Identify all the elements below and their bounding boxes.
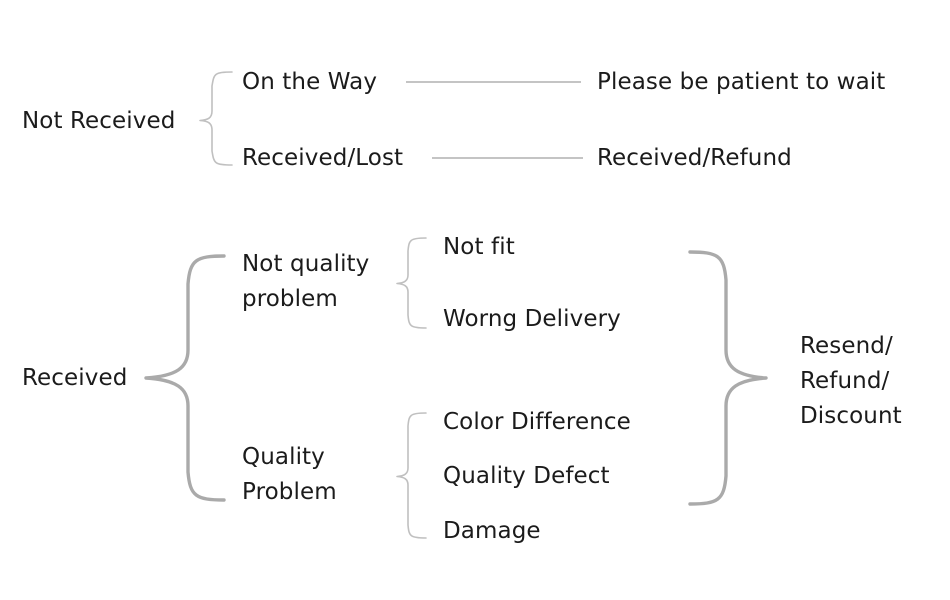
brace-not-received <box>199 71 233 166</box>
node-on-the-way[interactable]: On the Way <box>242 69 378 95</box>
node-received-lost[interactable]: Received/Lost <box>242 145 404 171</box>
brace-resolution-outcome <box>688 250 768 506</box>
node-received-refund[interactable]: Received/Refund <box>597 145 792 171</box>
node-not-quality-problem[interactable]: Not quality problem <box>242 251 370 312</box>
node-received[interactable]: Received <box>22 365 128 391</box>
brace-not-quality-problem <box>396 237 427 329</box>
brace-quality-problem <box>396 412 427 539</box>
node-worng-delivery[interactable]: Worng Delivery <box>443 306 621 332</box>
node-damage[interactable]: Damage <box>443 518 541 544</box>
node-color-difference[interactable]: Color Difference <box>443 409 631 435</box>
brace-received <box>144 254 226 502</box>
node-not-received[interactable]: Not Received <box>22 108 176 134</box>
node-quality-problem[interactable]: Quality Problem <box>242 444 337 505</box>
node-please-be-patient-to-wait[interactable]: Please be patient to wait <box>597 69 886 95</box>
node-resend-refund-discount[interactable]: Resend/ Refund/ Discount <box>800 333 902 429</box>
node-not-fit[interactable]: Not fit <box>443 234 515 260</box>
node-quality-defect[interactable]: Quality Defect <box>443 463 610 489</box>
